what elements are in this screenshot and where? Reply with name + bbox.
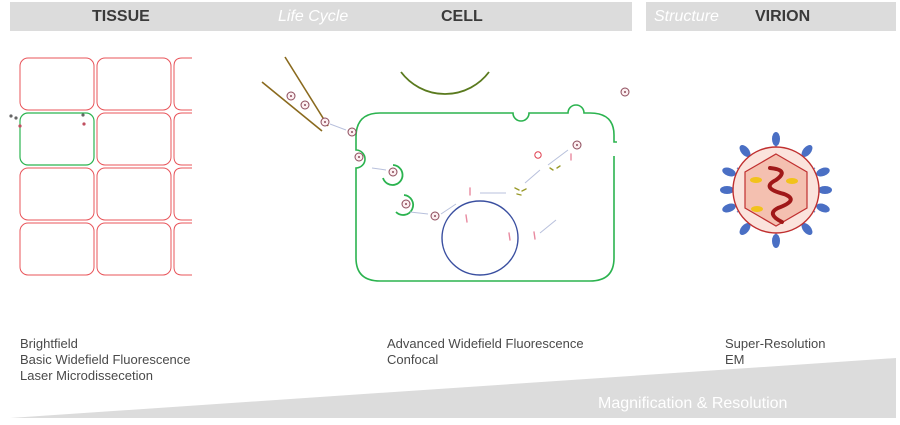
cell-methods: Advanced Widefield Fluorescence Confocal: [387, 336, 584, 368]
method-item: Brightfield: [20, 336, 78, 351]
virus-particles: [286, 87, 630, 221]
header-tissue: TISSUE: [92, 8, 150, 25]
method-item: EM: [725, 352, 745, 367]
endosome-1: [382, 164, 404, 186]
method-item: Advanced Widefield Fluorescence: [387, 336, 584, 351]
header-bar-left: [10, 2, 632, 31]
endosome-2: [395, 194, 414, 216]
magnification-wedge: [10, 358, 896, 418]
header-virion: VIRION: [755, 8, 811, 25]
tissue-virus-dots: [9, 113, 86, 128]
magnification-label: Magnification & Resolution: [598, 395, 788, 412]
pathway-arrows: [329, 123, 569, 234]
virion-icon: [720, 132, 832, 248]
cell-nucleus: [441, 200, 519, 276]
tissue-methods: Brightfield Basic Widefield Fluorescence…: [20, 336, 191, 384]
header-cell: CELL: [441, 8, 483, 25]
empty-capsid: [534, 151, 542, 159]
objective-arc: [400, 71, 490, 95]
tissue-infected-cell: [19, 112, 95, 166]
pipette-icon: [261, 56, 329, 132]
method-item: Super-Resolution: [725, 336, 826, 351]
method-item: Confocal: [387, 352, 439, 367]
method-item: Laser Microdissecetion: [20, 368, 153, 383]
replication-marks: [465, 153, 572, 241]
tissue-grid: [19, 57, 192, 276]
header-structure: Structure: [654, 8, 719, 25]
virion-methods: Super-Resolution EM: [725, 336, 825, 368]
virus-particle-dots: [290, 91, 626, 217]
header-life-cycle: Life Cycle: [278, 8, 349, 25]
method-item: Basic Widefield Fluorescence: [20, 352, 191, 367]
header-bar-right: [646, 2, 896, 31]
